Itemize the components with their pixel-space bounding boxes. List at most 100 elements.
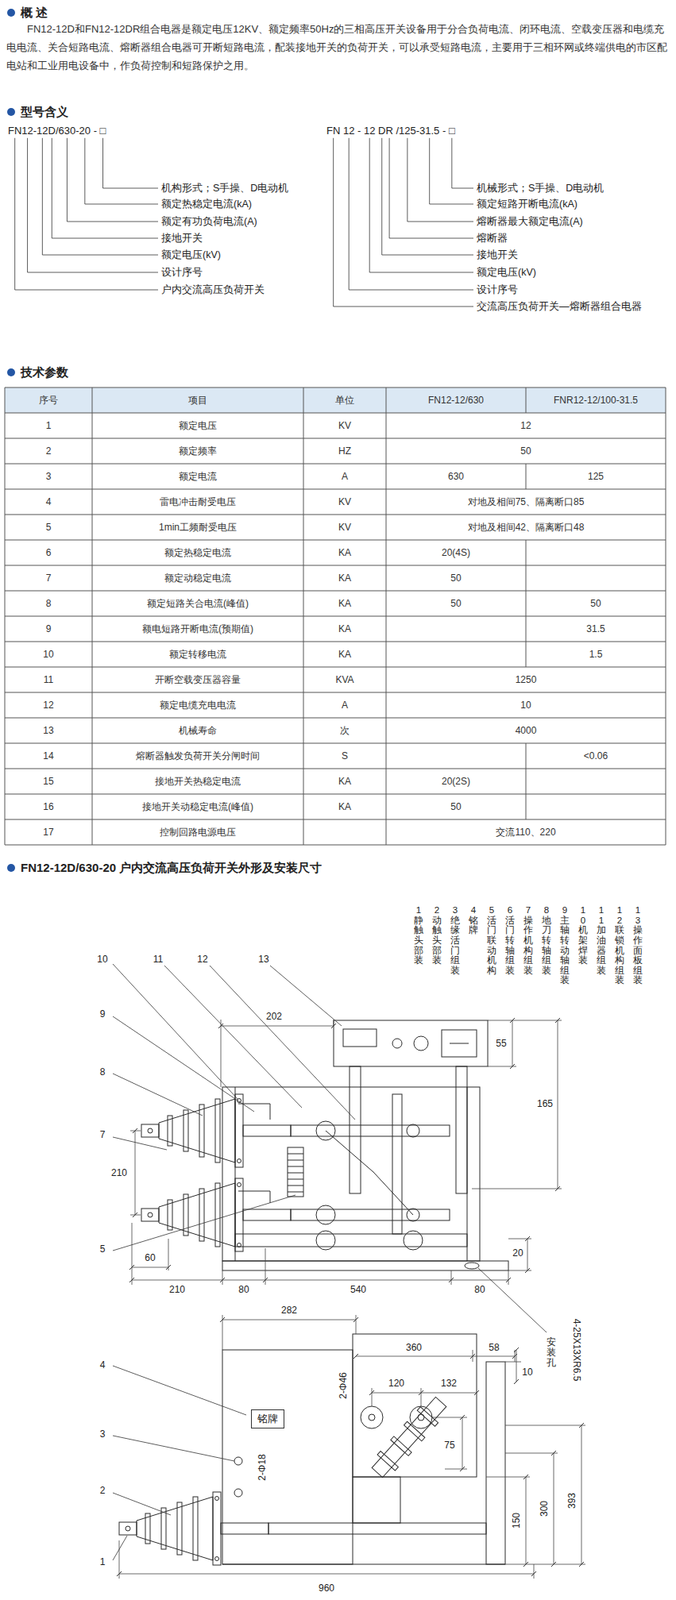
leader-line — [112, 1195, 296, 1252]
table-cell: 15 — [42, 776, 54, 788]
table-rule — [4, 743, 666, 745]
table-rule — [4, 768, 666, 770]
table-rule — [665, 743, 667, 769]
table-rule — [386, 514, 387, 541]
table-rule — [4, 540, 666, 541]
dimension-line — [371, 1393, 477, 1395]
table-rule — [4, 413, 666, 414]
front-view — [290, 1209, 450, 1221]
front-view — [333, 1020, 488, 1067]
dimension-text: 132 — [440, 1378, 458, 1390]
dimension-text: 282 — [280, 1305, 298, 1317]
table-rule — [386, 565, 387, 592]
front-view — [325, 1131, 374, 1173]
table-rule — [4, 387, 6, 414]
table-cell: 6 — [46, 547, 52, 559]
table-rule — [92, 514, 93, 541]
table-rule — [303, 819, 305, 846]
table-rule — [386, 489, 387, 515]
table-cell: 11 — [43, 674, 54, 686]
table-rule — [4, 692, 666, 694]
callout-number: 4 — [99, 1359, 107, 1372]
table-cell: 额电短路开断电流(预期值) — [142, 623, 254, 635]
dimension-line — [525, 1477, 527, 1565]
table-cell: 接地开关热稳定电流 — [154, 776, 241, 788]
dimension-text: 75 — [443, 1440, 456, 1452]
leader-line — [112, 964, 547, 1561]
table-cell: 10 — [520, 699, 531, 711]
dimension-text: 55 — [494, 1038, 507, 1050]
table-grid — [4, 387, 666, 846]
dimension-line — [557, 1020, 559, 1190]
part-list-item: 3 绝缘活门组装 — [450, 905, 460, 976]
table-rule — [92, 641, 93, 668]
table-rule — [525, 463, 527, 490]
side-view — [417, 1407, 438, 1428]
side-view — [404, 1421, 425, 1442]
dimension-line — [512, 1020, 514, 1067]
dimension-line — [581, 1425, 583, 1565]
table-rule — [4, 387, 666, 389]
table-rule — [525, 565, 527, 592]
table-header: FNR12-12/100-31.5 — [553, 394, 638, 406]
part-list-item: 2 动触头部装 — [432, 905, 442, 966]
table-rule — [92, 463, 93, 490]
dimension-line — [553, 1453, 555, 1565]
table-rule — [525, 591, 527, 617]
front-view — [287, 1154, 304, 1193]
table-header: 项目 — [188, 394, 208, 406]
table-cell: 16 — [42, 801, 54, 813]
table-rule — [303, 641, 305, 668]
code-leader-line — [389, 138, 474, 239]
code-meaning: 机械形式；S手操、D电动机 — [476, 182, 604, 195]
table-rule — [303, 438, 305, 464]
table-rule — [92, 565, 93, 592]
dimension-text: 2-Φ18 — [256, 1453, 268, 1483]
table-rule — [665, 514, 667, 541]
leader-line — [112, 964, 239, 1101]
dimension-line — [131, 1280, 509, 1282]
table-rule — [4, 718, 666, 719]
front-view — [343, 1029, 377, 1047]
table-cell: 额定频率 — [178, 445, 217, 457]
table-rule — [4, 438, 666, 440]
front-view — [373, 1172, 414, 1216]
side-view — [360, 1406, 383, 1430]
table-rule — [386, 692, 387, 719]
table-cell: 4000 — [515, 725, 537, 737]
dimension-text: 150 — [510, 1512, 522, 1530]
table-rule — [386, 768, 387, 795]
side-view — [119, 1334, 506, 1566]
side-view — [222, 1564, 506, 1566]
table-cell: 额定电流 — [178, 471, 217, 483]
callout-number: 12 — [196, 954, 209, 966]
dimension-text: 120 — [387, 1378, 406, 1390]
front-view — [406, 1124, 420, 1138]
front-view — [141, 1094, 291, 1168]
code-meaning: 设计序号 — [161, 266, 203, 279]
front-view — [141, 1178, 291, 1252]
table-rule — [4, 514, 666, 516]
front-view — [238, 1191, 271, 1204]
section-heading: 型号含义 — [20, 104, 69, 120]
table-rule — [4, 540, 6, 566]
callout-number: 11 — [152, 954, 164, 966]
callout-number: 13 — [257, 954, 270, 966]
table-rule — [303, 718, 305, 744]
table-header: 单位 — [335, 394, 355, 406]
table-rule — [525, 743, 527, 769]
table-rule — [92, 413, 93, 439]
table-rule — [665, 463, 667, 490]
table-rule — [92, 768, 93, 795]
table-rule — [4, 616, 6, 642]
table-cell: KA — [338, 776, 352, 788]
code-meaning: 熔断器最大额定电流(A) — [476, 216, 584, 228]
leader-line — [112, 1536, 128, 1561]
table-rule — [4, 743, 6, 769]
table-cell: KA — [338, 547, 352, 559]
table-rule — [303, 616, 305, 642]
table-rule — [4, 591, 666, 592]
table-cell: KA — [338, 648, 352, 661]
side-view — [377, 1451, 398, 1472]
